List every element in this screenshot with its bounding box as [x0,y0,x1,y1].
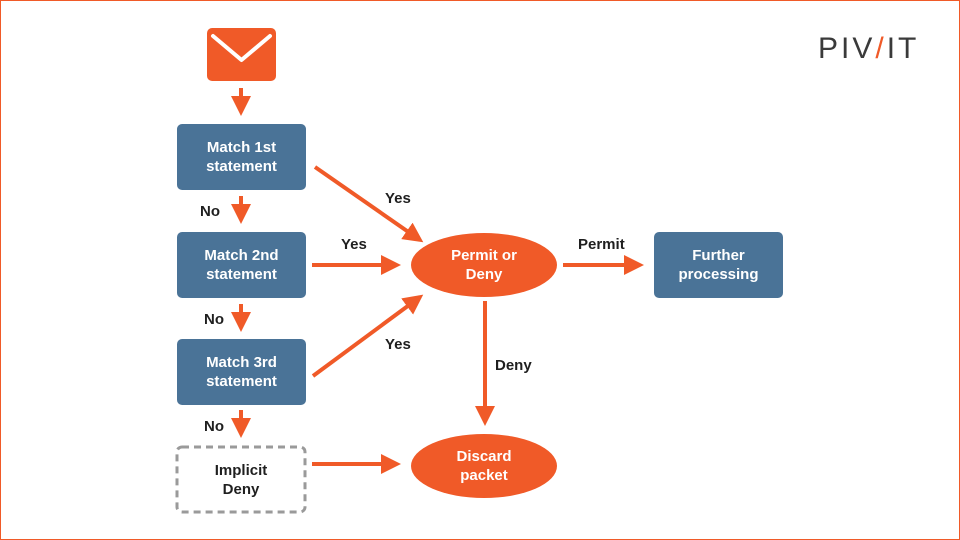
edge-label-no-3: No [204,418,224,435]
match-1st-line1: Match 1st [207,139,276,156]
edge-label-no-2: No [204,311,224,328]
match-2nd-statement-box: Match 2nd statement [177,232,306,298]
edge-label-yes-2: Yes [341,236,367,253]
edge-label-no-1: No [200,203,220,220]
discard-packet-ellipse: Discard packet [411,434,557,498]
logo-text-accent: / [875,32,887,65]
arrows [231,88,644,474]
further-processing-line1: Further [692,247,745,264]
permit-or-deny-line2: Deny [466,266,503,283]
further-processing-line2: processing [678,266,758,283]
permit-or-deny-ellipse: Permit or Deny [411,233,557,297]
edge-label-yes-3: Yes [385,336,411,353]
match-1st-statement-box: Match 1st statement [177,124,306,190]
implicit-deny-line2: Deny [223,481,260,498]
match-2nd-line1: Match 2nd [204,247,278,264]
edge-label-permit: Permit [578,236,625,253]
implicit-deny-box: Implicit Deny [175,445,307,514]
match-2nd-line2: statement [206,266,277,283]
discard-packet-line1: Discard [456,448,511,465]
discard-packet-line2: packet [460,467,508,484]
permit-or-deny-line1: Permit or [451,247,517,264]
arrow-match3-to-permit [311,294,424,378]
match-1st-line2: statement [206,158,277,175]
pivit-logo: PIV/IT [818,32,919,66]
edge-label-yes-1: Yes [385,190,411,207]
logo-text-before: PIV [818,32,876,65]
arrow-match1-to-permit [313,165,424,243]
implicit-deny-line1: Implicit [215,462,268,479]
match-3rd-statement-box: Match 3rd statement [177,339,306,405]
logo-text-after: IT [886,32,920,65]
match-3rd-line2: statement [206,373,277,390]
further-processing-box: Further processing [654,232,783,298]
match-3rd-line1: Match 3rd [206,354,277,371]
envelope-icon [207,28,276,81]
edge-label-deny: Deny [495,357,532,374]
